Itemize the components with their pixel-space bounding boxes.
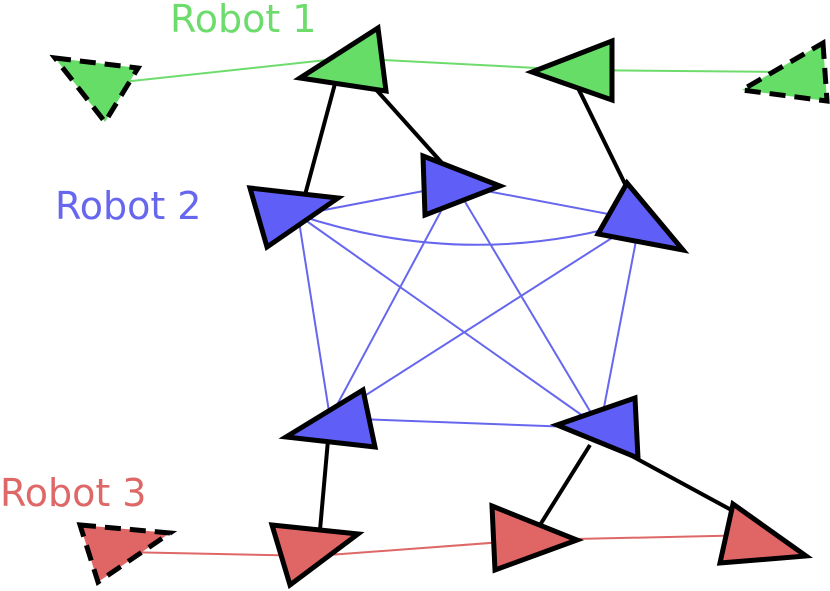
robot2-edges: [297, 184, 641, 429]
robot1-node: [524, 37, 615, 104]
robot2-node: [278, 386, 379, 450]
robot2-node: [594, 178, 690, 254]
robot3-node: [716, 499, 814, 566]
robot2-edge-curved: [297, 214, 641, 246]
robot1-nodes: [49, 23, 830, 127]
robot2-edge: [297, 214, 331, 419]
inter-robot-edge: [370, 83, 444, 165]
robot1-node-dashed: [49, 54, 143, 127]
robot1-node: [293, 23, 389, 94]
inter-robot-edges: [303, 79, 736, 531]
robot3-node-dashed: [76, 522, 178, 586]
robot1-node-dashed: [734, 38, 830, 104]
robot2-nodes: [246, 152, 690, 462]
robot1-label: Robot 1: [170, 0, 316, 41]
robot2-edge: [599, 219, 641, 429]
inter-robot-edge: [318, 439, 330, 531]
robot3-node: [489, 502, 584, 574]
robot1-edges: [94, 57, 786, 86]
robot2-edge: [297, 214, 601, 429]
robot3-node: [268, 522, 365, 590]
inter-robot-edge: [576, 87, 630, 191]
robot2-label: Robot 2: [55, 184, 201, 228]
inter-robot-edge: [538, 443, 592, 527]
robot2-edge: [329, 219, 641, 419]
robot3-edges: [119, 534, 759, 557]
robot2-node: [549, 394, 641, 462]
inter-robot-edge: [303, 79, 338, 196]
inter-robot-edge: [629, 453, 736, 514]
robot2-edge: [329, 184, 456, 419]
robot2-edge: [454, 184, 601, 429]
robot3-nodes: [76, 499, 814, 590]
robot2-node: [246, 185, 345, 252]
robot3-label: Robot 3: [0, 471, 146, 515]
robot1-edge: [94, 57, 346, 86]
robot2-node: [420, 152, 507, 219]
